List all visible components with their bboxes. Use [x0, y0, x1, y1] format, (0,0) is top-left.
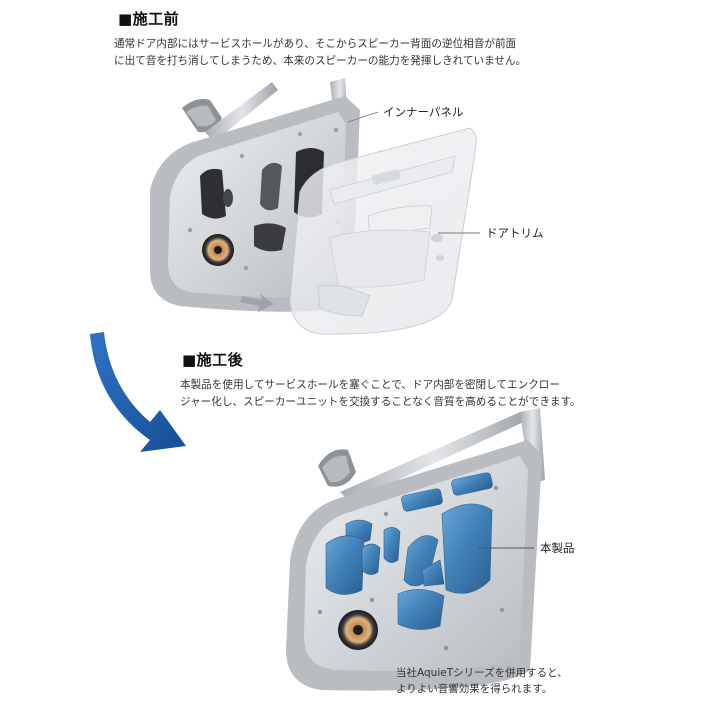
description-line: 本製品を使用してサービスホールを塞ぐことで、ドア内部を密閉してエンクロー: [180, 379, 560, 391]
description-before: 通常ドア内部にはサービスホールがあり、そこからスピーカー背面の逆位相音が前面 に…: [114, 36, 526, 70]
service-hole: [200, 168, 226, 219]
description-line: に出て音を打ち消してしまうため、本来のスピーカーの能力を発揮しきれていません。: [114, 55, 527, 67]
label-inner-panel: インナーパネル: [383, 105, 464, 119]
deadener-piece: [383, 527, 401, 563]
description-after: 本製品を使用してサービスホールを塞ぐことで、ドア内部を密閉してエンクロー ジャー…: [180, 377, 581, 411]
window-frame: [205, 82, 278, 142]
door-trim: [289, 127, 477, 335]
usage-note: 当社AquieTシリーズを併用すると、 よりよい音響効果を得られます。: [396, 665, 568, 697]
transition-arrow-icon: [90, 332, 186, 452]
deadener-piece: [421, 559, 445, 587]
deadener-piece: [451, 472, 493, 496]
removal-arrow-icon: [240, 294, 274, 312]
service-hole: [260, 162, 282, 211]
leader-line: [347, 111, 379, 123]
deadener-piece: [397, 589, 445, 630]
heading-before: ■施工前: [118, 10, 180, 28]
label-door-trim: ドアトリム: [486, 226, 544, 240]
deadener-piece: [401, 488, 443, 512]
window-frame: [340, 412, 528, 502]
deadener-piece: [361, 543, 381, 575]
heading-after: ■施工後: [182, 351, 244, 369]
service-hole: [254, 223, 286, 252]
description-line: 通常ドア内部にはサービスホールがあり、そこからスピーカー背面の逆位相音が前面: [114, 38, 517, 50]
deadener-piece: [325, 535, 365, 595]
description-line: ジャー化し、スピーカーユニットを交換することなく音質を高めることができます。: [180, 396, 581, 408]
note-line: よりよい音響効果を得られます。: [396, 683, 553, 695]
deadener-piece: [441, 503, 493, 594]
note-line: 当社AquieTシリーズを併用すると、: [396, 667, 568, 679]
label-product: 本製品: [540, 541, 575, 555]
door-after: [286, 408, 545, 691]
